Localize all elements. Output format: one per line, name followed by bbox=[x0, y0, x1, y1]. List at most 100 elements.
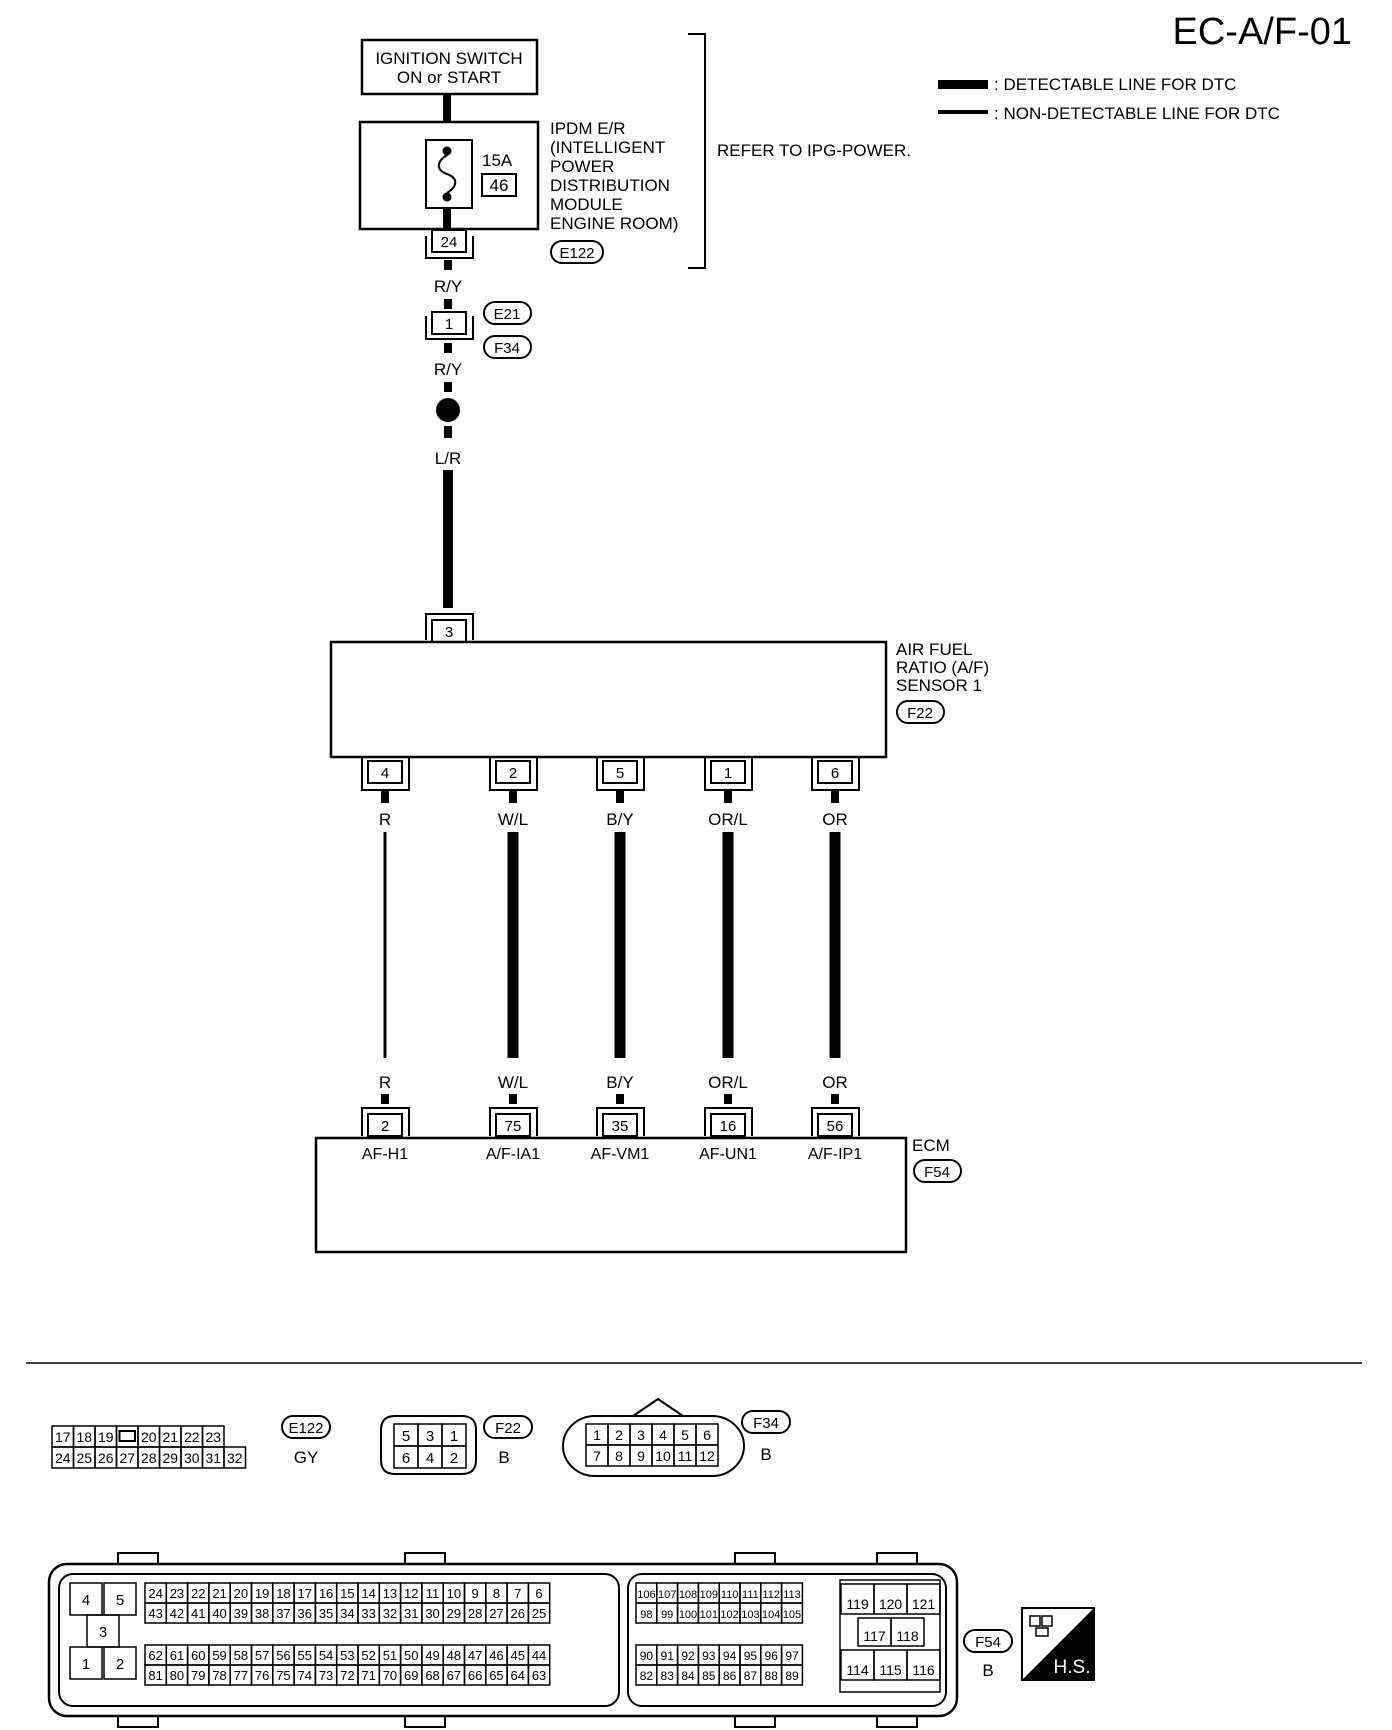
f22-cavity-label: 6 bbox=[402, 1450, 410, 1467]
wire-stub bbox=[381, 1094, 389, 1104]
f54-cavity-label: 117 bbox=[863, 1628, 886, 1644]
f54-cavity-label: 115 bbox=[879, 1662, 902, 1678]
f54-cavity-label: 49 bbox=[425, 1648, 439, 1663]
ipdm-bracket bbox=[688, 33, 706, 269]
f22-cavity-label: 3 bbox=[426, 1428, 434, 1445]
f54-cavity-label: 105 bbox=[783, 1609, 801, 1621]
f54-cavity bbox=[69, 1646, 103, 1680]
f54-cavity bbox=[103, 1646, 137, 1680]
f54-cavity-label: 79 bbox=[191, 1668, 205, 1683]
joint-connector-a-badge bbox=[483, 301, 532, 325]
f34-cavity-label: 4 bbox=[659, 1427, 667, 1443]
e122-badge bbox=[281, 1415, 331, 1439]
f54-housing bbox=[47, 1562, 959, 1718]
wire-stub bbox=[381, 791, 389, 803]
f54-cavity-label: 96 bbox=[765, 1649, 779, 1663]
ecm-pin: 2 bbox=[381, 1118, 389, 1135]
f54-cavity-label: 57 bbox=[255, 1648, 269, 1663]
wire-lr-label: L/R bbox=[435, 449, 461, 468]
f54-cavity-label: 67 bbox=[447, 1668, 461, 1683]
f54-cavity bbox=[103, 1582, 137, 1616]
f54-cavity-label: 26 bbox=[511, 1606, 525, 1621]
e122-cavity-label: 28 bbox=[141, 1450, 157, 1466]
f54-cavity-label: 21 bbox=[212, 1586, 226, 1601]
e122-id: E122 bbox=[288, 1420, 323, 1437]
ignition-switch-label: IGNITION SWITCH bbox=[375, 49, 522, 68]
e122-color: GY bbox=[294, 1448, 319, 1467]
wire-stub bbox=[831, 1094, 839, 1104]
sensor-output-pin-shroud bbox=[811, 757, 860, 791]
svg-text:(INTELLIGENT: (INTELLIGENT bbox=[550, 138, 665, 157]
f54-cavity bbox=[906, 1583, 941, 1615]
joint-pin-box bbox=[431, 311, 467, 335]
f54-right-frame bbox=[839, 1579, 941, 1693]
svg-text:DISTRIBUTION: DISTRIBUTION bbox=[550, 176, 670, 195]
legend-non-detectable-text: : NON-DETECTABLE LINE FOR DTC bbox=[994, 104, 1280, 123]
af-sensor-box bbox=[329, 640, 888, 759]
f54-cavity-label: 2 bbox=[116, 1656, 124, 1673]
f54-cavity-label: 104 bbox=[762, 1609, 780, 1621]
hs-label: H.S. bbox=[1054, 1657, 1091, 1678]
e122-cavity-label: 22 bbox=[184, 1429, 200, 1445]
f34-cavity-label: 11 bbox=[678, 1448, 693, 1464]
f54-cavity-label: 100 bbox=[679, 1609, 697, 1621]
f54-cavity-label: 74 bbox=[298, 1668, 312, 1683]
wire-3 bbox=[614, 832, 626, 1058]
f54-lock-tab bbox=[876, 1552, 918, 1565]
sensor-output-pin-shroud bbox=[489, 757, 538, 791]
joint-connector-b-badge bbox=[483, 335, 532, 359]
f54-cavity bbox=[527, 1664, 551, 1686]
f54-cavity-label: 101 bbox=[700, 1609, 718, 1621]
ecm-pin-shroud bbox=[704, 1107, 753, 1136]
f54-cavity-label: 11 bbox=[426, 1586, 440, 1601]
sensor-output-pin-box bbox=[495, 760, 531, 784]
ecm-signal-label: AF-VM1 bbox=[591, 1146, 650, 1163]
f54-cavity-label: 4 bbox=[82, 1592, 90, 1609]
wire-lr bbox=[443, 470, 453, 608]
sensor-output-pin-box bbox=[710, 760, 746, 784]
wire-color-label-top: R bbox=[379, 810, 391, 829]
f54-cavity-label: 52 bbox=[361, 1648, 375, 1663]
e122-cavity-label: 27 bbox=[119, 1450, 135, 1466]
f54-cavity-label: 93 bbox=[702, 1649, 716, 1663]
e122-cavity-label: 18 bbox=[76, 1429, 92, 1445]
refer-text: REFER TO IPG-POWER. bbox=[717, 141, 911, 160]
wire-ry-label-top: R/Y bbox=[434, 277, 462, 296]
sensor-output-pin-box bbox=[367, 760, 403, 784]
f54-lock-tab bbox=[404, 1715, 446, 1728]
f54-cavity-label: 12 bbox=[404, 1586, 418, 1601]
f54-color: B bbox=[982, 1661, 993, 1680]
f54-cavity-label: 47 bbox=[468, 1648, 482, 1663]
f54-cavity-label: 45 bbox=[511, 1648, 525, 1663]
f54-cavity-label: 63 bbox=[532, 1668, 546, 1683]
wire-color-label-top: B/Y bbox=[606, 810, 633, 829]
ignition-switch-state: ON or START bbox=[397, 68, 501, 87]
f54-cavity bbox=[906, 1649, 941, 1681]
f54-cavity-label: 108 bbox=[679, 1589, 697, 1601]
ipdm-description: IPDM E/R (INTELLIGENT POWER DISTRIBUTION… bbox=[550, 119, 678, 233]
f54-cavity-label: 9 bbox=[472, 1586, 479, 1601]
ecm-pin: 56 bbox=[827, 1118, 844, 1135]
f54-badge bbox=[963, 1629, 1013, 1653]
f54-cavity-label: 81 bbox=[148, 1668, 162, 1683]
f54-cavity-label: 119 bbox=[846, 1596, 869, 1612]
wire-stub bbox=[616, 791, 624, 803]
f54-cavity-label: 56 bbox=[276, 1648, 290, 1663]
fuse-number-box bbox=[481, 173, 517, 197]
sensor-output-pin: 5 bbox=[616, 765, 624, 782]
wire-color-label-top: OR bbox=[822, 810, 848, 829]
f54-cavity bbox=[86, 1614, 120, 1648]
f54-cavity-label: 55 bbox=[298, 1648, 312, 1663]
ipdm-pin: 24 bbox=[441, 234, 458, 251]
f54-cavity-label: 37 bbox=[276, 1606, 290, 1621]
joint-connector-b: F34 bbox=[494, 340, 520, 357]
e122-cavity-label: 17 bbox=[55, 1429, 71, 1445]
page-title: EC-A/F-01 bbox=[1173, 11, 1352, 53]
f54-cavity-label: 35 bbox=[319, 1606, 333, 1621]
wire-stub bbox=[509, 1094, 517, 1104]
f54-lock-tab bbox=[117, 1715, 159, 1728]
sensor-circuits: 4RR2AF-H12W/LW/L75A/F-IA15B/YB/Y35AF-VM1… bbox=[361, 757, 862, 1163]
f54-cavity-label: 53 bbox=[340, 1648, 354, 1663]
f34-cavity-label: 2 bbox=[615, 1427, 623, 1443]
